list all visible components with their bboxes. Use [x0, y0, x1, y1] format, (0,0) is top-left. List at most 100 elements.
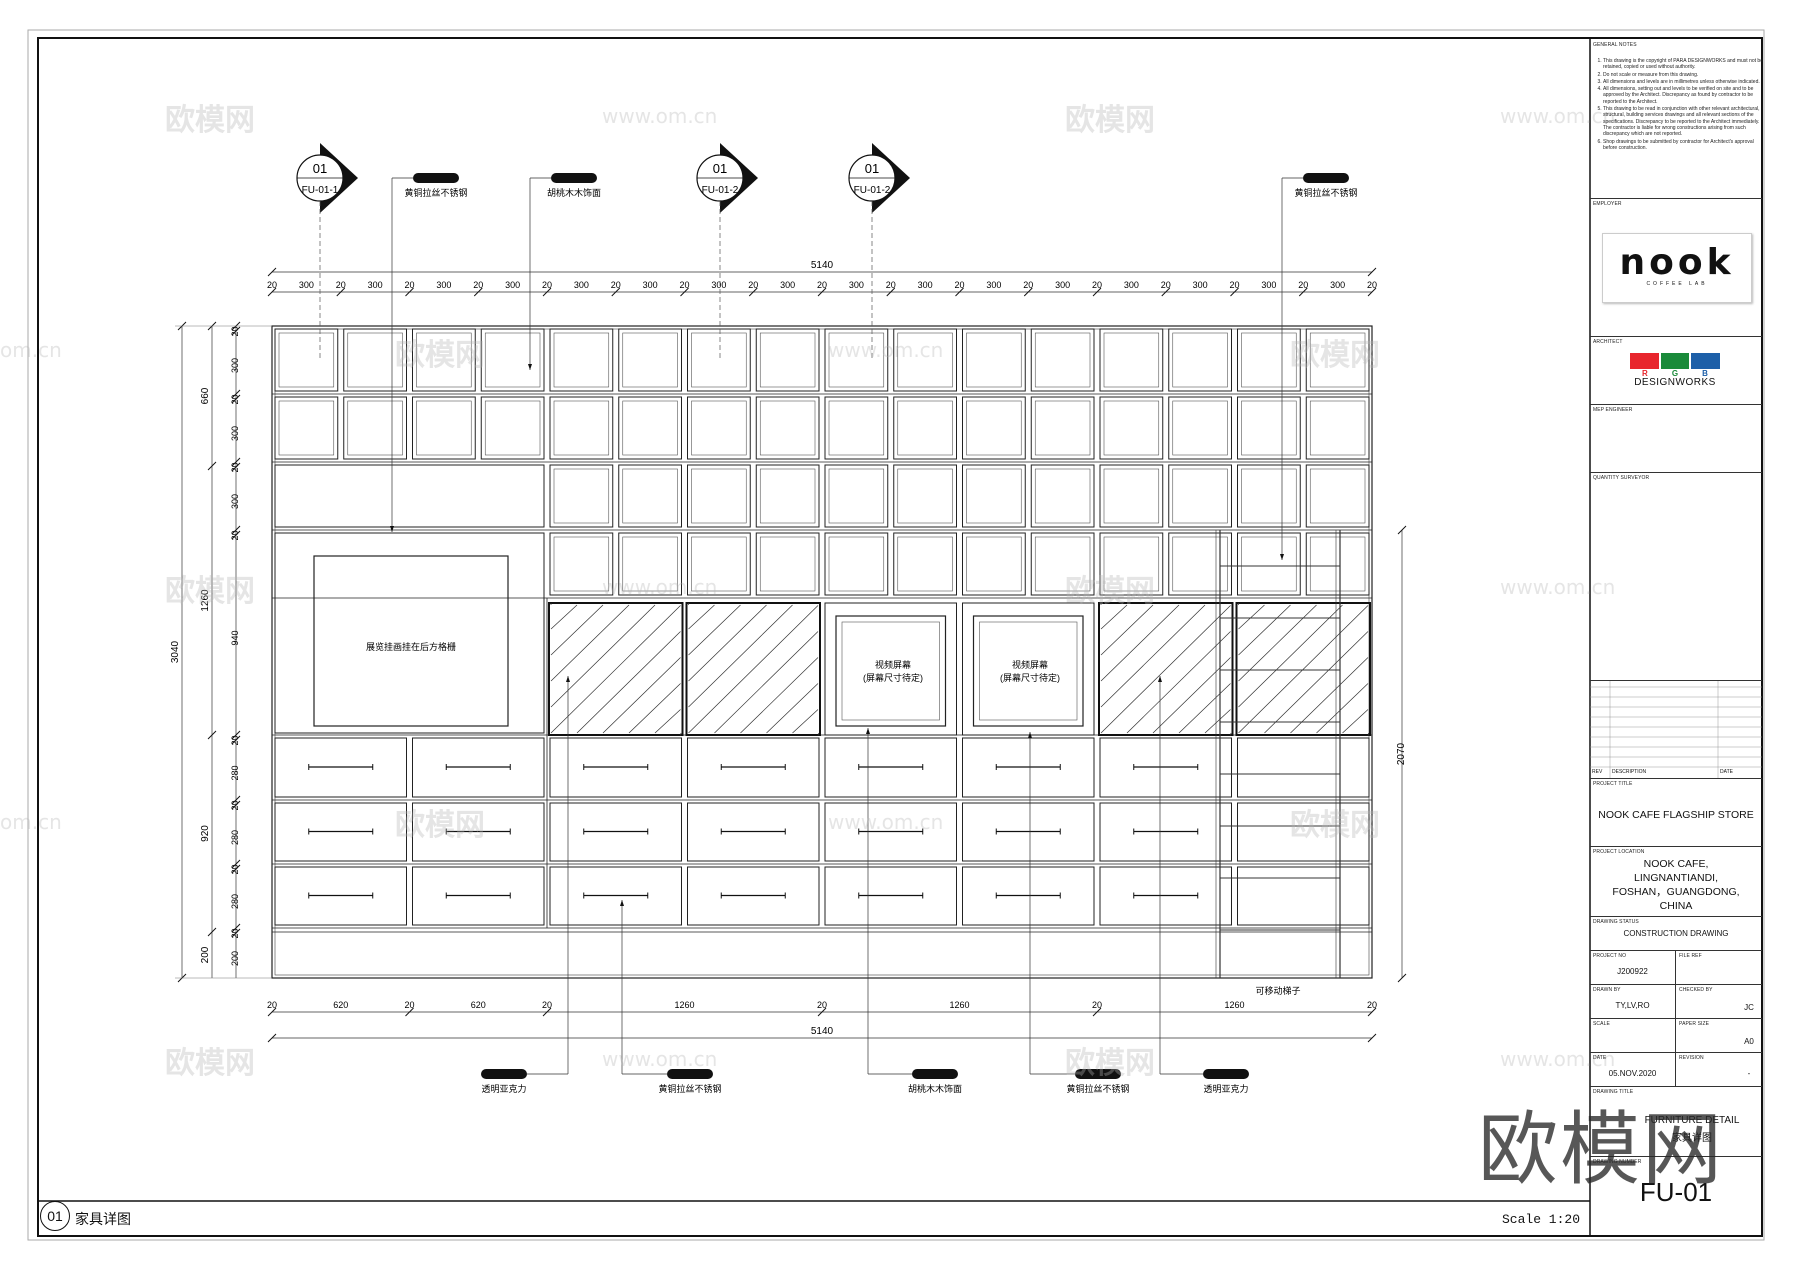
project-no: J200922: [1617, 967, 1648, 976]
dim-tick: [1023, 287, 1033, 297]
grid-cell: [893, 532, 957, 596]
dim-text: 20: [542, 1000, 552, 1010]
grid-cell-inner: [1034, 468, 1091, 524]
dim-tick: [336, 287, 346, 297]
dim-text: 200: [230, 951, 240, 966]
grid-cell: [1305, 396, 1370, 460]
dim-text: 300: [574, 280, 589, 290]
glass-panel: [1235, 602, 1371, 736]
grid-cell: [1305, 532, 1370, 596]
note-item: All dimensions, setting out and levels t…: [1603, 86, 1767, 105]
grid-cell: [1168, 464, 1232, 528]
hatch-line: [1367, 732, 1369, 736]
grid-cell-inner: [759, 400, 816, 456]
dim-tick: [1367, 287, 1377, 297]
note-item: This drawing is the copyright of PARA DE…: [1603, 58, 1767, 71]
callout-tag: [1303, 173, 1349, 183]
grid-cell: [962, 464, 1026, 528]
dim-tick: [405, 287, 414, 297]
grid-cell: [1305, 464, 1370, 528]
dim-tick: [1230, 287, 1239, 297]
grid-cell-inner: [897, 536, 953, 592]
hatch-line: [576, 631, 681, 734]
grid-cell-inner: [1034, 536, 1091, 592]
rgb-letter: R: [1642, 369, 1648, 378]
grid-cell-inner: [828, 536, 885, 592]
grid-cell-inner: [1241, 400, 1297, 456]
mep-section: MEP ENGINEER: [1590, 404, 1762, 472]
dim-text: 200: [200, 946, 211, 963]
checked-by-label: CHECKED BY: [1679, 987, 1713, 993]
hatch-line: [1100, 604, 1180, 682]
video-screen: [972, 615, 1084, 727]
general-notes-list: This drawing is the copyright of PARA DE…: [1593, 58, 1767, 152]
leader-arrow: [620, 900, 624, 906]
drawing-status: CONSTRUCTION DRAWING: [1623, 929, 1729, 938]
outer-border: [27, 29, 1765, 1241]
dim-text: 300: [986, 280, 1001, 290]
dim-text: 300: [230, 358, 240, 373]
grid-cell: [274, 328, 339, 392]
architect-name: DESIGNWORKS: [1634, 377, 1716, 388]
leader-arrow: [866, 728, 870, 734]
grid-cell-inner: [416, 400, 472, 456]
callout-tag: [1075, 1069, 1121, 1079]
callout-label: 胡桃木木饰面: [908, 1083, 962, 1094]
sheet-frame: [27, 29, 1765, 1241]
drawer-front: [549, 866, 682, 926]
drawer-front: [412, 737, 545, 798]
dim-text: 300: [299, 280, 314, 290]
drawer-front: [549, 802, 682, 862]
dim-tick: [1397, 973, 1407, 983]
dim-text: 300: [230, 494, 240, 509]
open-shelf: [1237, 866, 1370, 926]
grid-cell: [755, 328, 820, 392]
dim-tick: [1367, 267, 1377, 277]
dim-text: 1260: [674, 1000, 694, 1010]
drawer-front: [824, 802, 957, 862]
dim-text: 20: [336, 280, 346, 290]
grid-cell-inner: [484, 332, 541, 388]
hatch-line: [1100, 604, 1128, 630]
grid-cell-inner: [1103, 400, 1160, 456]
section-number: 01: [713, 161, 727, 176]
leader-arrow: [1280, 554, 1284, 560]
leader-arrow: [528, 364, 532, 370]
hatch-line: [628, 683, 681, 734]
grid-cell-inner: [1309, 332, 1366, 388]
grid-cell: [480, 328, 545, 392]
hatch-line: [1316, 683, 1369, 734]
dim-text: 620: [471, 1000, 486, 1010]
dim-tick: [1092, 287, 1102, 297]
dim-text: 280: [230, 765, 240, 780]
grid-cell: [1168, 532, 1232, 596]
grid-cell: [1237, 464, 1301, 528]
cabinet-outline: [271, 325, 1373, 979]
title-block: GENERAL NOTES This drawing is the copyri…: [1590, 40, 1763, 1236]
dim-tick: [473, 287, 483, 297]
hatch-line: [1238, 604, 1291, 656]
grid-cell: [755, 396, 820, 460]
grid-cell-inner: [622, 400, 678, 456]
hatch-line: [1100, 604, 1206, 708]
location-line: CHINA: [1659, 900, 1693, 912]
project-location: NOOK CAFE, LINGNANTIANDI, FOSHAN，GUANGDO…: [1590, 857, 1762, 913]
dim-text: 20: [404, 1000, 414, 1010]
project-title-section: PROJECT TITLE NOOK CAFE FLAGSHIP STORE: [1590, 778, 1762, 846]
grid-cell-inner: [553, 332, 610, 388]
employer-logo-sub: COFFEE LAB: [1646, 281, 1708, 287]
dim-text: 20: [542, 280, 552, 290]
drawer-front: [274, 737, 407, 798]
note-item: Shop drawings to be submitted by contrac…: [1603, 139, 1767, 152]
dim-tick: [542, 287, 552, 297]
drawing-status-section: DRAWING STATUS CONSTRUCTION DRAWING: [1590, 916, 1762, 950]
grid-cell-inner: [416, 332, 472, 388]
hatch-line: [1238, 605, 1369, 734]
hatch-line: [688, 604, 767, 682]
dim-tick: [231, 795, 241, 805]
screen-bay: [962, 602, 1095, 736]
glass-panel: [685, 602, 821, 736]
